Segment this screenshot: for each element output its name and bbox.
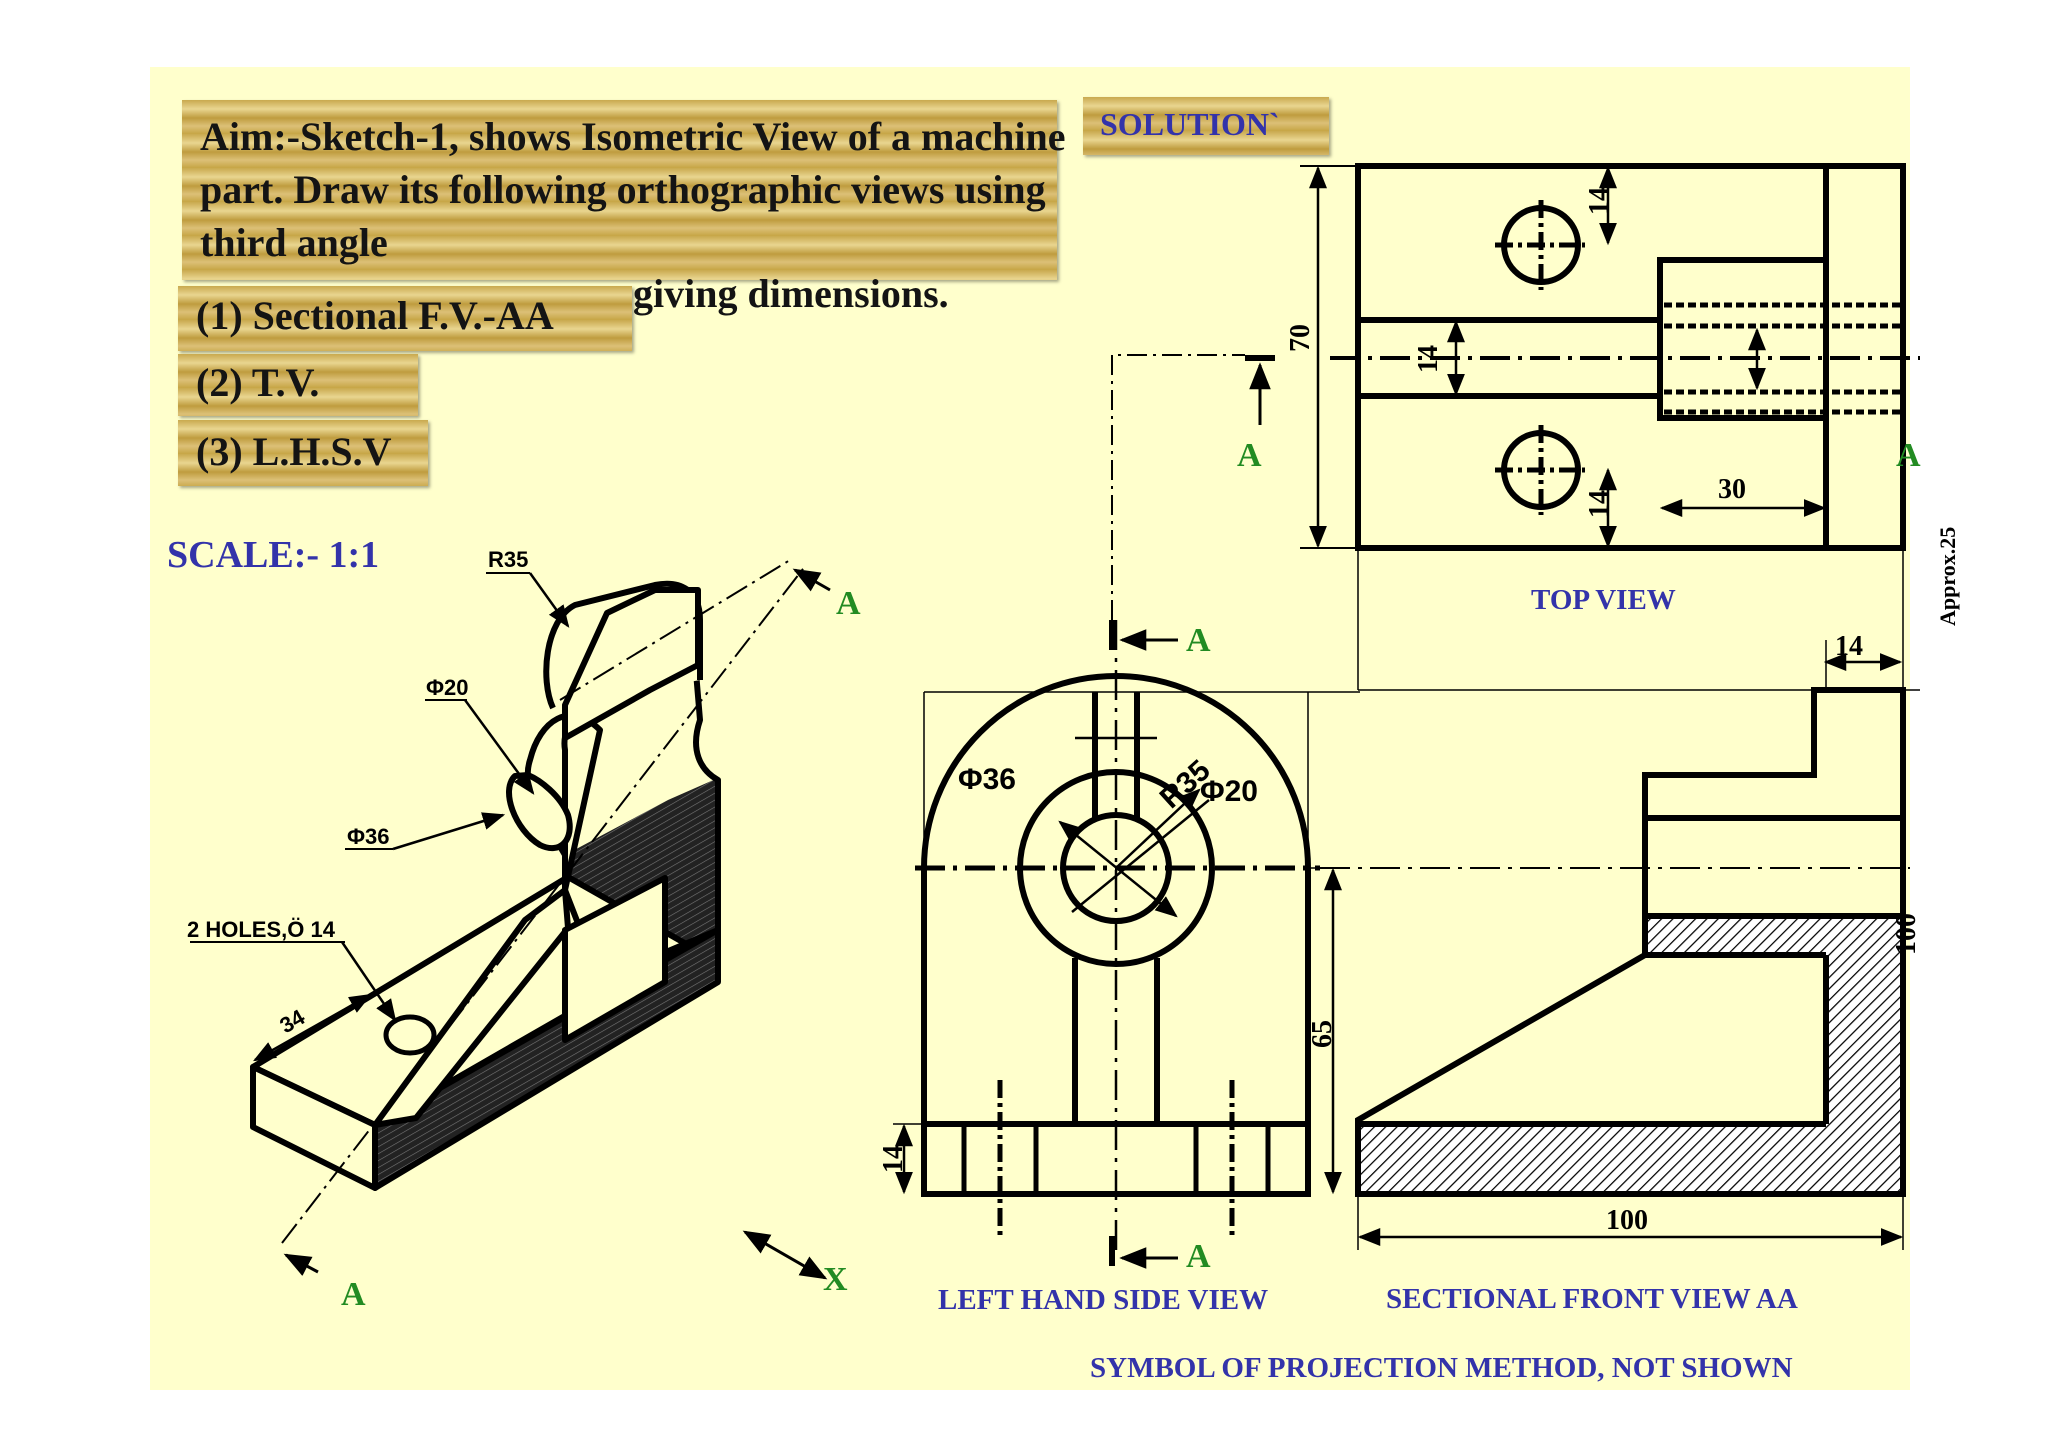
aim-banner bbox=[182, 100, 1057, 280]
isometric-view bbox=[190, 559, 831, 1280]
lhs-label-65: 65 bbox=[1307, 1020, 1338, 1048]
item-sectional-fv: (1) Sectional F.V.-AA bbox=[196, 293, 554, 338]
lhs-label-phi36: Φ36 bbox=[958, 763, 1016, 796]
iso-slot-top bbox=[562, 587, 701, 741]
front-view-labels: 100 100 bbox=[1606, 913, 1922, 1236]
iso-section-label-bottom: A bbox=[341, 1276, 366, 1313]
iso-section-label-top: A bbox=[836, 585, 861, 622]
fv-outline bbox=[1355, 687, 1906, 1197]
iso-base-hole bbox=[383, 1014, 437, 1056]
iso-rib bbox=[372, 887, 571, 1128]
top-view bbox=[1245, 163, 1920, 691]
item-lhsv: (3) L.H.S.V bbox=[196, 429, 392, 474]
lhs-label-phi20: Φ20 bbox=[1200, 775, 1258, 808]
iso-label-phi36: Φ36 bbox=[347, 824, 390, 849]
front-view-title: SECTIONAL FRONT VIEW AA bbox=[1386, 1283, 1798, 1315]
tv-label-14c: 14 bbox=[1413, 345, 1444, 373]
item-top-view: (2) T.V. bbox=[196, 360, 320, 405]
iso-leader-holes bbox=[340, 941, 397, 1022]
lhs-section-label-top: A bbox=[1186, 622, 1211, 659]
iso-label-phi20: Φ20 bbox=[426, 675, 469, 700]
footer-note: SYMBOL OF PROJECTION METHOD, NOT SHOWN bbox=[1090, 1352, 1793, 1384]
item-banner-3 bbox=[178, 420, 428, 486]
lhs-section-label-bottom: A bbox=[1186, 1238, 1211, 1275]
lhs-outline bbox=[921, 673, 1311, 1197]
iso-section-arrow-top bbox=[792, 568, 831, 592]
item-banner-2 bbox=[178, 354, 418, 416]
tv-section-label-right: A bbox=[1896, 437, 1921, 474]
lhs-view bbox=[893, 354, 1360, 1269]
iso-x-label: X bbox=[823, 1261, 848, 1298]
tv-label-30: 30 bbox=[1718, 474, 1746, 505]
aim-overlap-text: giving dimensions. bbox=[633, 271, 949, 316]
tv-label-14b: 14 bbox=[1584, 490, 1615, 518]
lhs-r35-leader bbox=[1115, 788, 1201, 869]
section-plane-line bbox=[1111, 354, 1245, 620]
tv-section-label-left: A bbox=[1237, 437, 1262, 474]
fv-label-100-v: 100 bbox=[1891, 913, 1922, 955]
iso-label-r35: R35 bbox=[488, 547, 528, 572]
iso-label-holes: 2 HOLES,Ö 14 bbox=[187, 917, 336, 942]
top-view-labels: 70 14 14 14 30 A A Approx.25 14 bbox=[1237, 187, 1960, 662]
iso-dim34 bbox=[253, 993, 372, 1062]
tv-label-70: 70 bbox=[1285, 324, 1316, 352]
lhsv-title: LEFT HAND SIDE VIEW bbox=[938, 1284, 1269, 1316]
top-view-title: TOP VIEW bbox=[1531, 584, 1676, 616]
scale-label: SCALE:- 1:1 bbox=[167, 534, 380, 576]
iso-section-line bbox=[281, 564, 807, 1244]
solution-label: SOLUTION` bbox=[1100, 106, 1280, 142]
iso-leader-phi20 bbox=[463, 699, 535, 795]
lhs-label-14: 14 bbox=[878, 1145, 909, 1173]
lhs-d36-leader bbox=[1058, 820, 1178, 918]
sectional-front-view bbox=[1320, 687, 1910, 1250]
iso-leader-phi36 bbox=[392, 812, 506, 851]
lhs-d20-leader bbox=[1071, 799, 1210, 913]
iso-section-arrow-bottom bbox=[283, 1253, 319, 1276]
iso-leader-r35 bbox=[528, 572, 570, 628]
tv-label-14a: 14 bbox=[1584, 187, 1615, 215]
tv-label-approx: Approx.25 bbox=[1935, 527, 1960, 626]
aim-text: Aim:-Sketch-1, shows Isometric View of a… bbox=[200, 114, 1066, 265]
tv-boss bbox=[1657, 257, 1829, 421]
iso-side-window bbox=[562, 875, 668, 1043]
fv-label-100-h: 100 bbox=[1606, 1205, 1648, 1236]
isometric-labels: R35 Φ20 Φ36 2 HOLES,Ö 14 34 A A X bbox=[187, 547, 861, 1313]
iso-x-arrow bbox=[742, 1230, 828, 1280]
fv-label-14: 14 bbox=[1835, 631, 1863, 662]
fv-section-hollow bbox=[1358, 955, 1826, 1124]
iso-centre-line bbox=[559, 559, 791, 701]
solution-banner bbox=[1083, 97, 1329, 155]
item-banner-1 bbox=[178, 286, 632, 351]
